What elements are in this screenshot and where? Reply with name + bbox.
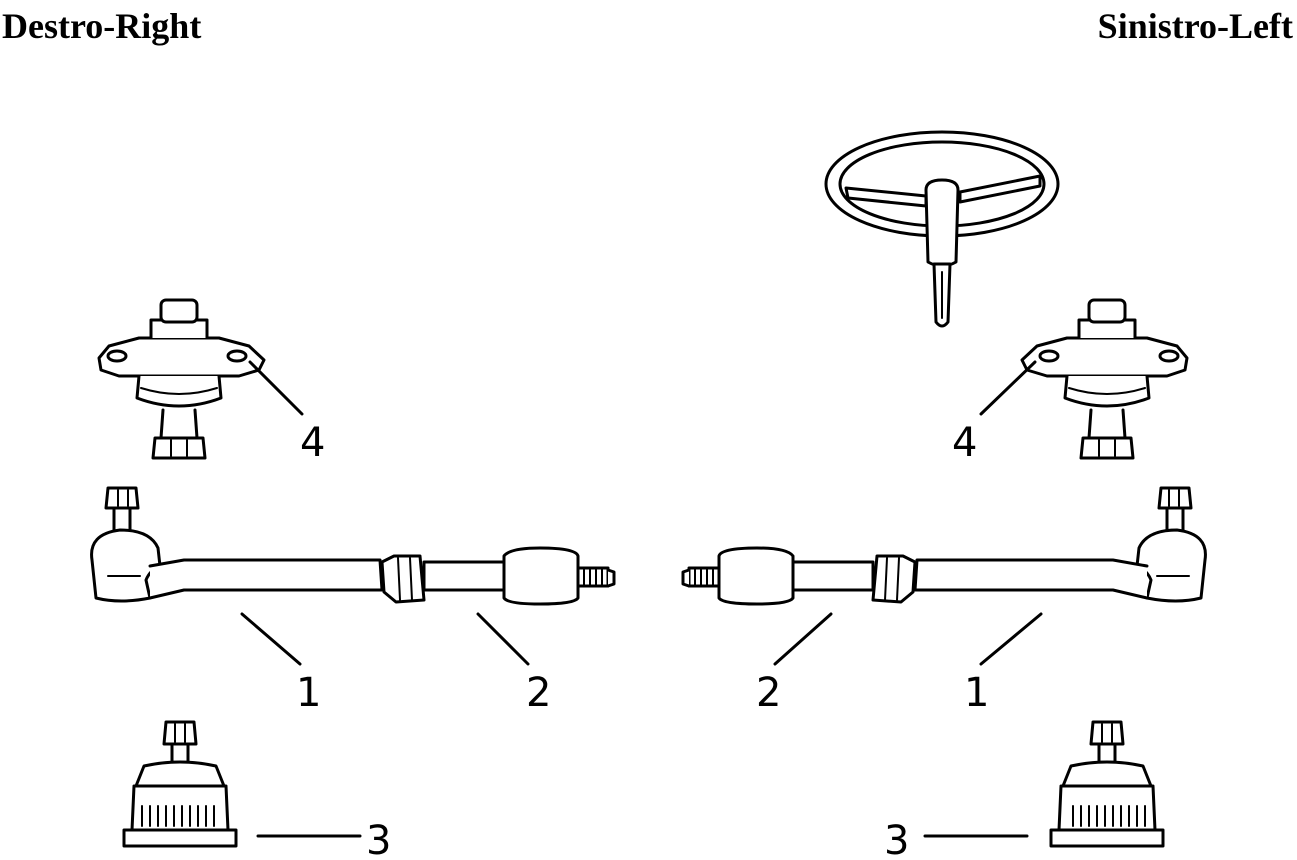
tie-rod-assembly-right [90, 486, 616, 606]
lower-ball-joint-right [122, 720, 238, 848]
callout-2-right: 2 [526, 670, 551, 716]
callout-4-left: 4 [952, 420, 977, 466]
left-side-heading: Sinistro-Left [1097, 6, 1293, 46]
callout-2-left: 2 [756, 670, 781, 716]
lower-ball-joint-left [1049, 720, 1165, 848]
steering-wheel-icon [824, 130, 1060, 328]
callout-1-right: 1 [296, 670, 321, 716]
right-side-heading: Destro-Right [2, 6, 202, 46]
leader-line-2-right [476, 612, 530, 666]
leader-line-1-left [979, 612, 1043, 666]
callout-4-right: 4 [300, 420, 325, 466]
leader-line-4-right [248, 360, 304, 416]
callout-1-left: 1 [964, 670, 989, 716]
callout-3-left: 3 [884, 818, 909, 860]
callout-3-right: 3 [366, 818, 391, 860]
upper-ball-joint-right [97, 298, 266, 460]
leader-line-2-left [773, 612, 833, 666]
upper-ball-joint-left [1020, 298, 1189, 460]
tie-rod-assembly-left [681, 486, 1207, 606]
leader-line-4-left [979, 360, 1037, 416]
leader-line-1-right [240, 612, 302, 666]
